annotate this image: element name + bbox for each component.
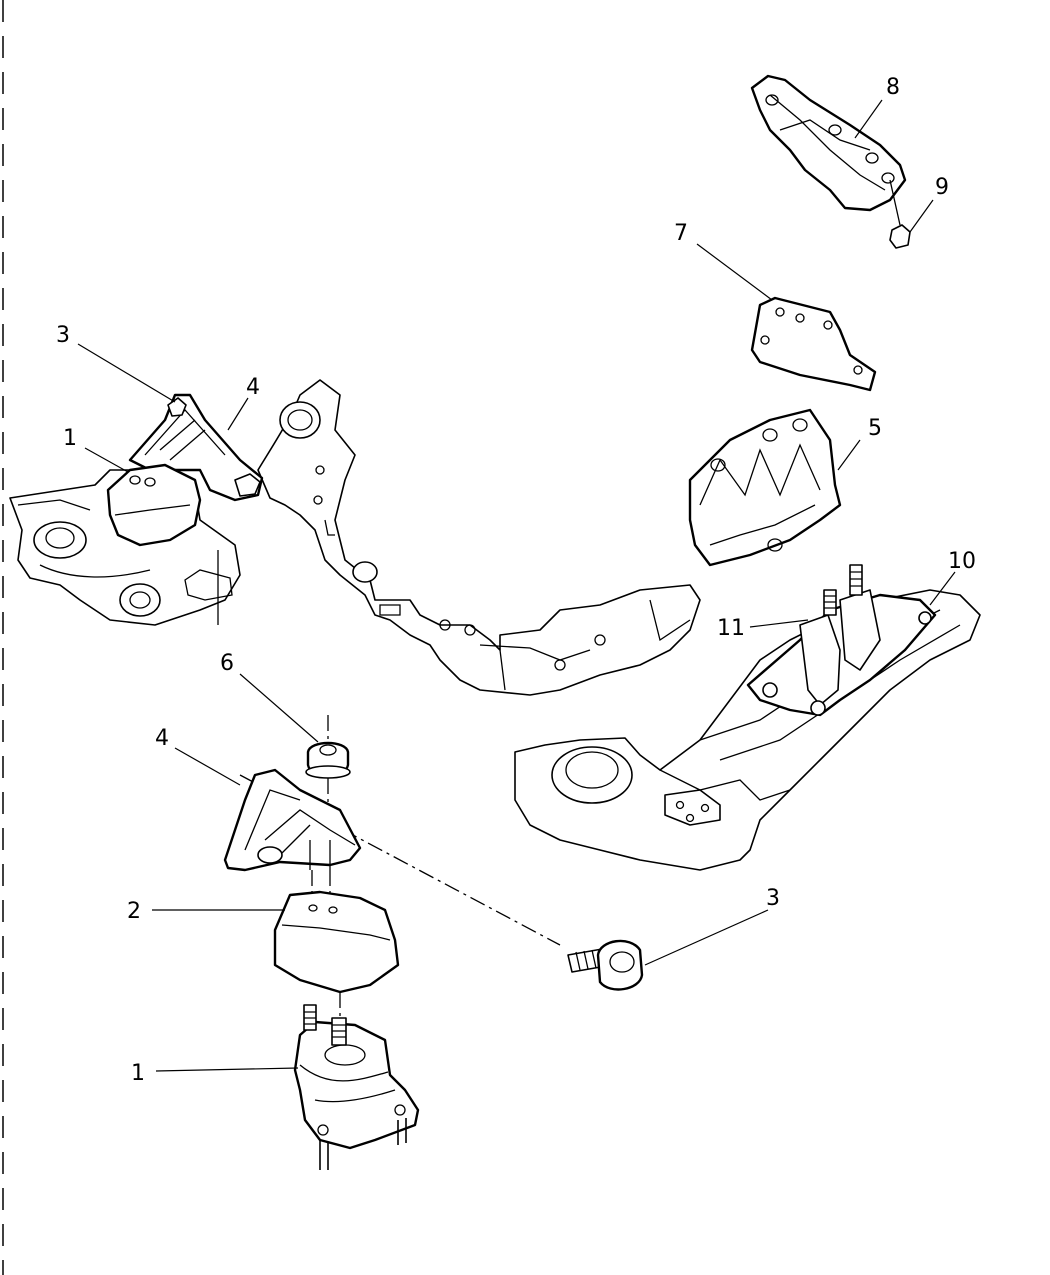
part-1-mount-exploded [293,1004,420,1170]
callout-4-top: 4 [246,375,260,400]
callout-2: 2 [127,899,141,924]
callout-11: 11 [717,616,745,641]
callout-9: 9 [935,175,949,200]
callout-3-bottom: 3 [766,886,780,911]
transmission-housing [257,379,701,696]
leader-lines [77,99,956,1072]
callout-5: 5 [868,416,882,441]
callout-4-bottom: 4 [155,726,169,751]
part-3-bolt-exploded [567,939,644,991]
part-8-upper-bracket [750,74,907,212]
callout-1-top: 1 [63,426,77,451]
parts-10-11-right-mount [746,564,937,717]
callout-6: 6 [220,651,234,676]
part-6-nut [305,715,351,779]
callout-7: 7 [674,221,688,246]
callout-1-bottom: 1 [131,1061,145,1086]
part-2-insulator [273,890,400,994]
part-7-plate [750,296,877,392]
part-9-bolt [889,179,911,249]
top-left-mount-assembly [106,393,264,547]
callout-3-top: 3 [56,323,70,348]
part-4-bracket-exploded [223,768,362,872]
part-5-mount-bracket [688,408,842,567]
callout-10: 10 [948,549,976,574]
callout-8: 8 [886,75,900,100]
